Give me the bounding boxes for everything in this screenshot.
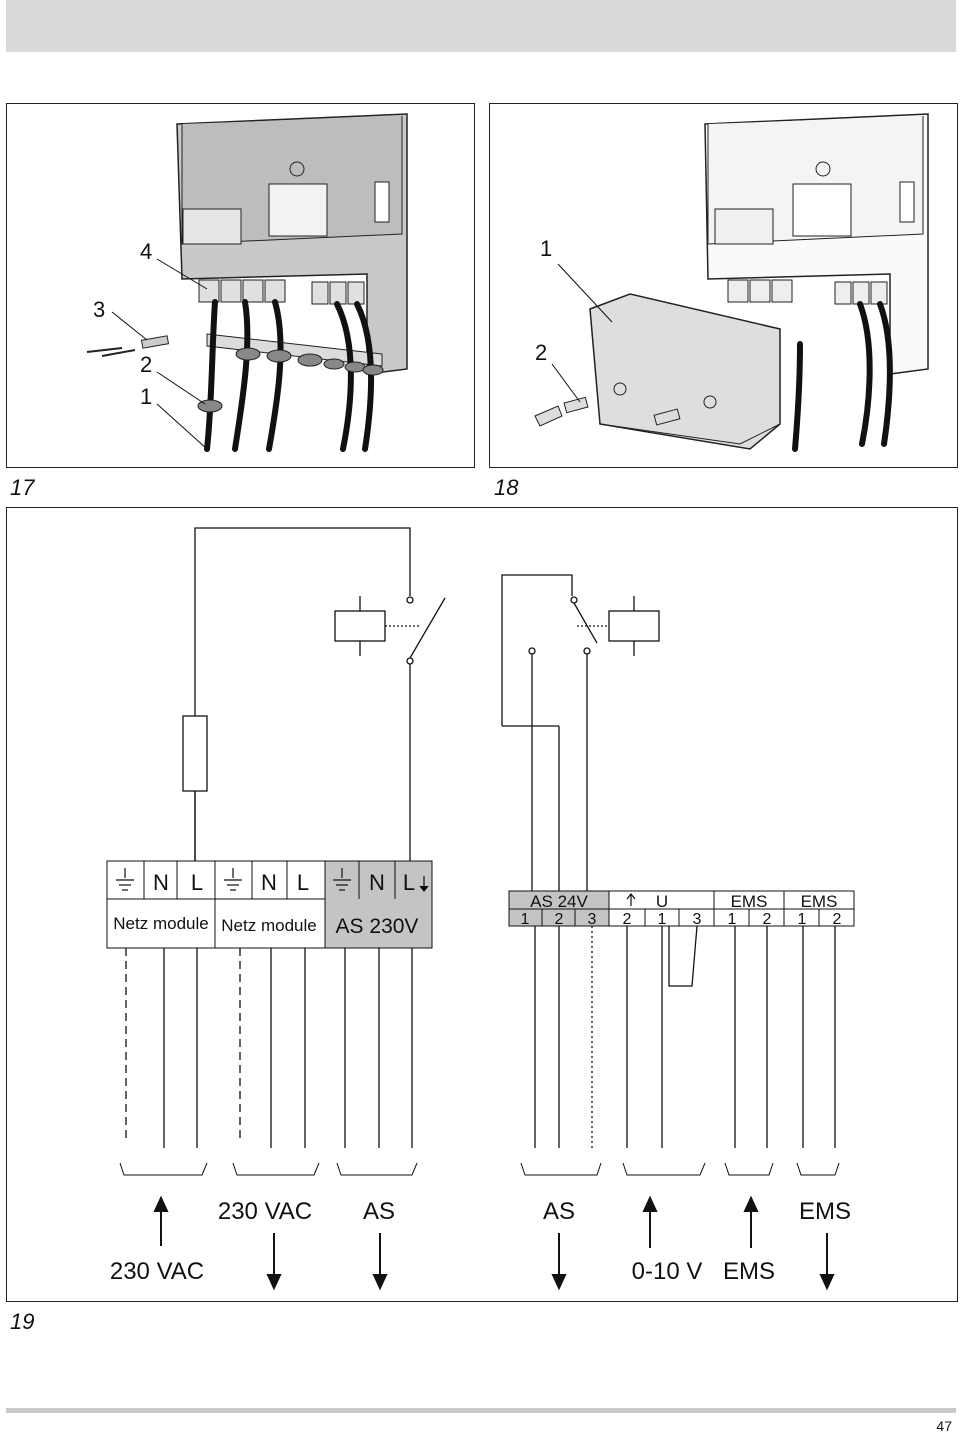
terminal-l-1: L (191, 870, 203, 895)
pin-label: 2 (833, 911, 842, 928)
pin-label: 1 (658, 911, 667, 928)
terminal-n-2: N (261, 870, 277, 895)
callout-4: 4 (140, 239, 152, 264)
figure-17-panel: 4 3 2 1 (6, 103, 475, 468)
figure-19-panel: N L N L N L Netz module Netz module AS 2… (6, 507, 958, 1302)
callout-1: 1 (140, 384, 152, 409)
footer-rule (6, 1408, 956, 1413)
control-box-open-illustration: 4 3 2 1 (86, 113, 408, 452)
group-as-230v: AS 230V (336, 915, 419, 938)
wiring-diagram: N L N L N L Netz module Netz module AS 2… (106, 527, 855, 1291)
group-netz-module-1: Netz module (113, 914, 208, 933)
control-box-cover-illustration: 1 2 (534, 113, 929, 452)
label-230vac-bottom: 230 VAC (110, 1258, 204, 1285)
pin-label: 2 (555, 911, 564, 928)
label-230vac-top: 230 VAC (218, 1198, 312, 1225)
pin-label: 1 (521, 911, 530, 928)
figure-18-label: 18 (494, 475, 519, 500)
callout-2: 2 (140, 352, 152, 377)
terminal-l-3: L (403, 870, 415, 895)
terminal-l-2: L (297, 870, 309, 895)
label-ems-top: EMS (799, 1198, 851, 1225)
pin-label: 2 (623, 911, 632, 928)
callout-1: 1 (540, 236, 552, 261)
pin-label: 3 (588, 911, 597, 928)
label-0-10v: 0-10 V (632, 1258, 703, 1285)
pin-label: 1 (728, 911, 737, 928)
label-as-left: AS (363, 1198, 395, 1225)
figure-19-label: 19 (10, 1309, 35, 1334)
terminal-n-1: N (153, 870, 169, 895)
label-ems-bottom: EMS (723, 1258, 775, 1285)
callout-3: 3 (93, 297, 105, 322)
page-number: 47 (936, 1418, 952, 1434)
group-ems-1: EMS (731, 892, 768, 911)
group-ems-2: EMS (801, 892, 838, 911)
pin-label: 3 (693, 911, 702, 928)
left-terminal-block: N L N L N L Netz module Netz module AS 2… (106, 860, 433, 949)
group-u: U (656, 892, 668, 911)
pin-label: 2 (763, 911, 772, 928)
terminal-n-3: N (369, 870, 385, 895)
header-bar (6, 0, 956, 52)
figure-18-panel: 1 2 (489, 103, 958, 468)
callout-2: 2 (535, 340, 547, 365)
pin-label: 1 (798, 911, 807, 928)
figure-17-label: 17 (10, 475, 35, 500)
group-netz-module-2: Netz module (221, 916, 316, 935)
right-terminal-block: AS 24V U EMS EMS 1 2 3 2 1 3 1 2 1 2 (508, 890, 855, 928)
group-as-24v: AS 24V (530, 892, 588, 911)
label-as-right: AS (543, 1198, 575, 1225)
